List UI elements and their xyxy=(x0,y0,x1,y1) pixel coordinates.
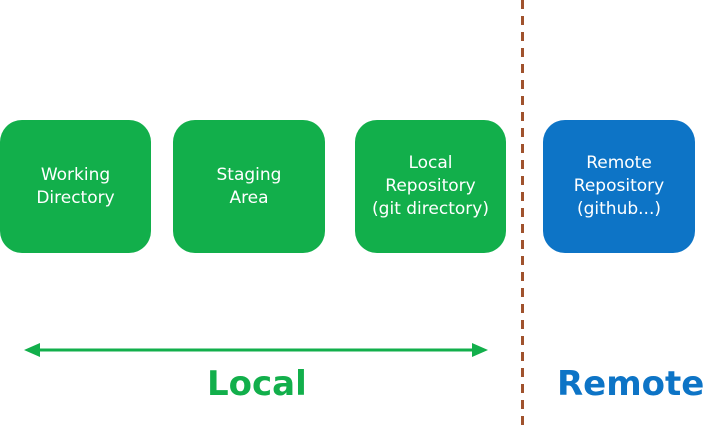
arrow-head-right xyxy=(472,343,488,357)
remote-section-label: Remote xyxy=(557,364,705,404)
remote-repository-label: Remote Repository (github...) xyxy=(573,153,665,219)
local-section-label: Local xyxy=(207,364,307,404)
local-double-arrow xyxy=(24,343,488,357)
arrow-head-left xyxy=(24,343,40,357)
working-directory-label: Working Directory xyxy=(36,164,115,208)
staging-area-label: Staging Area xyxy=(216,164,282,208)
working-directory-box: Working Directory xyxy=(0,120,151,253)
local-repository-label: Local Repository (git directory) xyxy=(372,153,489,219)
staging-area-box: Staging Area xyxy=(173,120,325,253)
local-remote-divider xyxy=(521,0,524,430)
remote-repository-box: Remote Repository (github...) xyxy=(543,120,695,253)
local-repository-box: Local Repository (git directory) xyxy=(355,120,506,253)
